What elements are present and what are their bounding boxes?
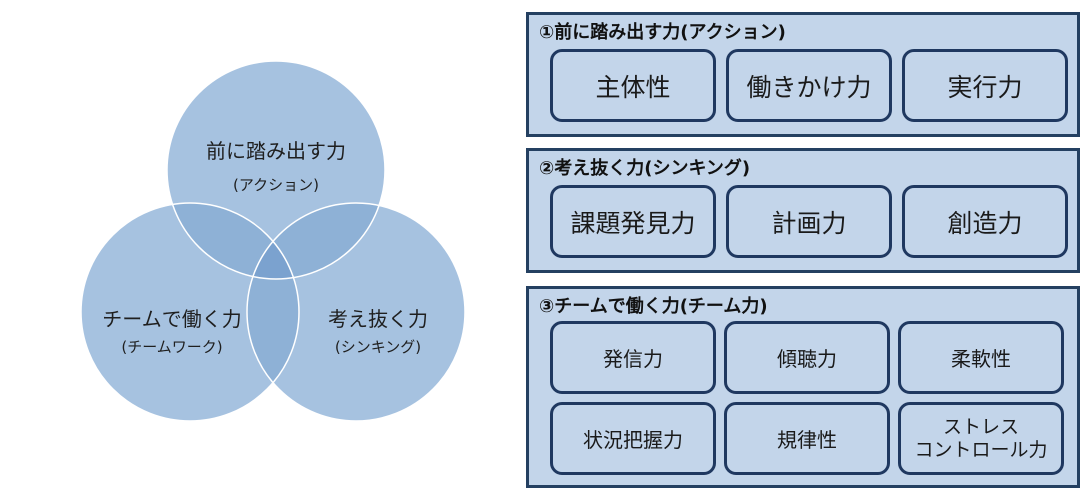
venn-left-title: チームで働く力 [102,307,241,331]
venn-overlap-top-left [167,203,299,279]
panel-action: ①前に踏み出す力(アクション) 主体性 働きかけ力 実行力 [526,12,1080,137]
skill-item: 計画力 [726,185,892,258]
skill-item: 主体性 [550,49,716,122]
panel-action-title: ①前に踏み出す力(アクション) [539,22,786,43]
venn-right-title: 考え抜く力 [328,307,428,331]
panel-teamwork: ③チームで働く力(チーム力) 発信力 傾聴力 柔軟性 状況把握力 規律性 ストレ… [526,286,1080,488]
panel-thinking: ②考え抜く力(シンキング) 課題発見力 計画力 創造力 [526,148,1080,273]
skill-item: 働きかけ力 [726,49,892,122]
skill-item: 発信力 [550,321,716,394]
skill-item: 状況把握力 [550,402,716,475]
venn-overlap-top-right [247,203,385,279]
skill-item: 実行力 [902,49,1068,122]
venn-left-sub: (チームワーク) [121,338,222,356]
skill-item: 規律性 [724,402,890,475]
venn-top-title: 前に踏み出す力 [206,139,346,163]
skill-item-line-1: ストレス [942,415,1019,438]
skill-item: 柔軟性 [898,321,1064,394]
skill-item: 課題発見力 [550,185,716,258]
panel-teamwork-title: ③チームで働く力(チーム力) [539,296,768,317]
skill-item: 傾聴力 [724,321,890,394]
panel-thinking-title: ②考え抜く力(シンキング) [539,158,751,179]
venn-diagram: 前に踏み出す力 (アクション) チームで働く力 (チームワーク) 考え抜く力 (… [80,60,466,422]
skill-item-stress-control: ストレス コントロール力 [898,402,1064,475]
skill-item: 創造力 [902,185,1068,258]
venn-right-sub: (シンキング) [335,338,421,356]
venn-top-sub: (アクション) [233,176,319,194]
skill-item-line-2: コントロール力 [914,438,1048,461]
